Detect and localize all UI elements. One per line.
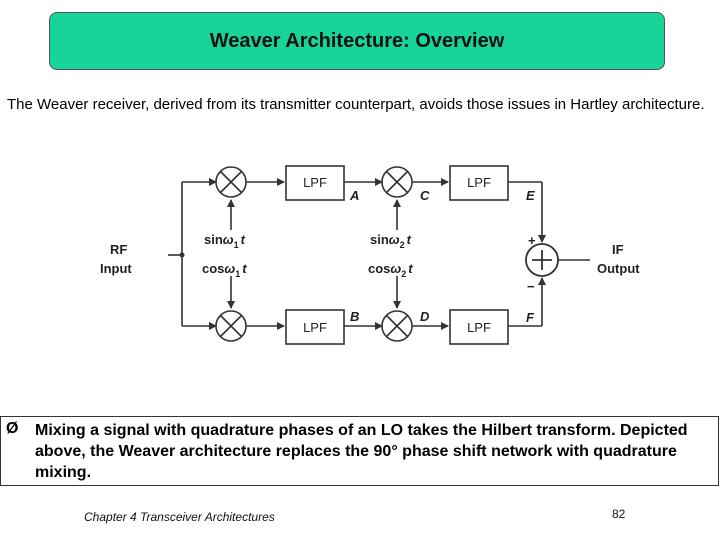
- intro-text: The Weaver receiver, derived from its tr…: [7, 96, 705, 113]
- node-f-label: F: [526, 310, 535, 325]
- mixer2-top: [381, 166, 413, 198]
- node-e-label: E: [526, 188, 535, 203]
- mixer1-bottom: [215, 310, 247, 342]
- weaver-block-diagram: LPF LPF LPF LPF + − RF Input IF Output A…: [100, 165, 640, 345]
- mixer2-bottom: [381, 310, 413, 342]
- bullet-text: Mixing a signal with quadrature phases o…: [35, 422, 688, 481]
- lpf1-bottom-label: LPF: [303, 320, 327, 335]
- rf-input-label: Input: [100, 261, 132, 276]
- page-number: 82: [612, 507, 626, 521]
- lpf1-top-label: LPF: [303, 175, 327, 190]
- slide-title: Weaver Architecture: Overview: [209, 29, 505, 52]
- plus-sign: +: [528, 233, 536, 248]
- bullet-marker: Ø: [6, 420, 19, 437]
- lpf2-top-label: LPF: [467, 175, 491, 190]
- lpf2-bottom-label: LPF: [467, 320, 491, 335]
- node-d-label: D: [420, 309, 430, 324]
- node-c-label: C: [420, 188, 430, 203]
- node-b-label: B: [350, 309, 359, 324]
- node-a-label: A: [349, 188, 359, 203]
- if-output-label: Output: [597, 261, 640, 276]
- lpf1-top-box: [285, 165, 345, 201]
- rf-label: RF: [110, 242, 127, 257]
- bullet-box: Ø Mixing a signal with quadrature phases…: [0, 416, 719, 486]
- split-node-dot: [179, 252, 185, 258]
- lpf2-bottom-box: [449, 309, 509, 345]
- lpf1-bottom-box: [285, 309, 345, 345]
- summer: [525, 243, 559, 277]
- lpf2-top-box: [449, 165, 509, 201]
- mixer1-top: [215, 166, 247, 198]
- title-banner: Weaver Architecture: Overview: [49, 12, 665, 70]
- minus-sign: −: [527, 279, 535, 294]
- footer-chapter: Chapter 4 Transceiver Architectures: [84, 510, 275, 524]
- if-label: IF: [612, 242, 624, 257]
